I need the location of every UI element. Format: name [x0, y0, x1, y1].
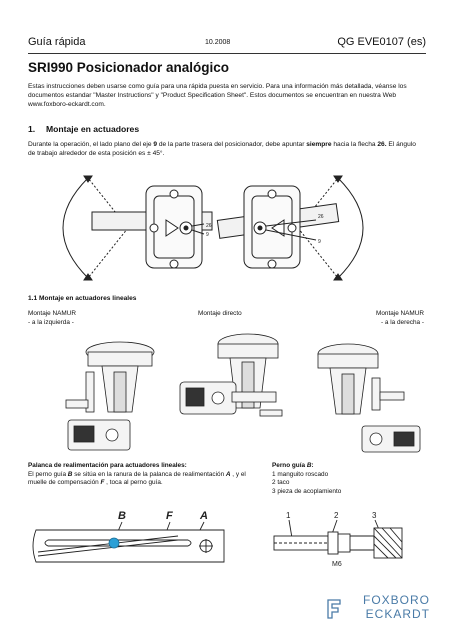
- subsection-title: 1.1 Montaje en actuadores lineales: [28, 295, 137, 302]
- mounting-illustrations: [65, 333, 421, 453]
- header-date: 10.2008: [205, 39, 231, 46]
- header-right: QG EVE0107 (es): [337, 36, 426, 48]
- rotation-figure: 26 9 26 9: [62, 175, 364, 281]
- pin-label-2: 2: [334, 511, 339, 520]
- pin-item-2: 2 taco: [272, 479, 290, 486]
- pin-item-1: 1 manguito roscado: [272, 470, 329, 478]
- header-rule: [28, 53, 426, 54]
- section-paragraph: Durante la operación, el lado plano del …: [28, 141, 416, 157]
- callout-26-left: 26: [206, 223, 212, 229]
- callout-9-right: 9: [318, 239, 321, 245]
- guide-pin-marker: [108, 537, 120, 549]
- feedback-text: Palanca de realimentación para actuadore…: [28, 462, 250, 488]
- intro-paragraph: Estas instrucciones deben usarse como gu…: [28, 83, 407, 108]
- section-title: Montaje en actuadores: [46, 124, 140, 134]
- header-left: Guía rápida: [28, 36, 86, 48]
- rotation-arc-left: [62, 177, 89, 279]
- feedback-title: Palanca de realimentación para actuadore…: [28, 462, 187, 469]
- mount-center-label: Montaje directo: [198, 310, 242, 317]
- section-heading: 1. Montaje en actuadores: [28, 124, 139, 134]
- pin-drawing: 1 2 3 M6: [273, 511, 403, 568]
- section-number: 1.: [28, 124, 36, 134]
- lever-label-f: F: [166, 510, 173, 522]
- rotation-arc-right: [337, 177, 364, 279]
- page-title: SRI990 Posicionador analógico: [28, 60, 230, 75]
- callout-26-right: 26: [318, 214, 324, 220]
- mount-left-label: Montaje NAMUR - a la izquierda -: [28, 310, 76, 326]
- pin-item-3: 3 pieza de acoplamiento: [272, 487, 342, 495]
- pin-label-3: 3: [372, 511, 377, 520]
- lever-label-b: B: [118, 510, 126, 522]
- lever-label-a: A: [199, 510, 208, 522]
- pin-label-1: 1: [286, 511, 291, 520]
- brand-line-1: FOXBORO: [362, 593, 430, 607]
- mount-right-label: Montaje NAMUR - a la derecha -: [376, 310, 424, 326]
- callout-9-left: 9: [206, 232, 209, 238]
- pin-text: Perno guía B: 1 manguito roscado 2 taco …: [272, 462, 341, 496]
- lever-drawing: B F A: [32, 510, 225, 563]
- brand-line-2: ECKARDT: [365, 607, 430, 621]
- pin-label-m6: M6: [332, 561, 342, 568]
- brand-logo-icon: [326, 598, 342, 620]
- pin-title: Perno guía B:: [272, 462, 314, 469]
